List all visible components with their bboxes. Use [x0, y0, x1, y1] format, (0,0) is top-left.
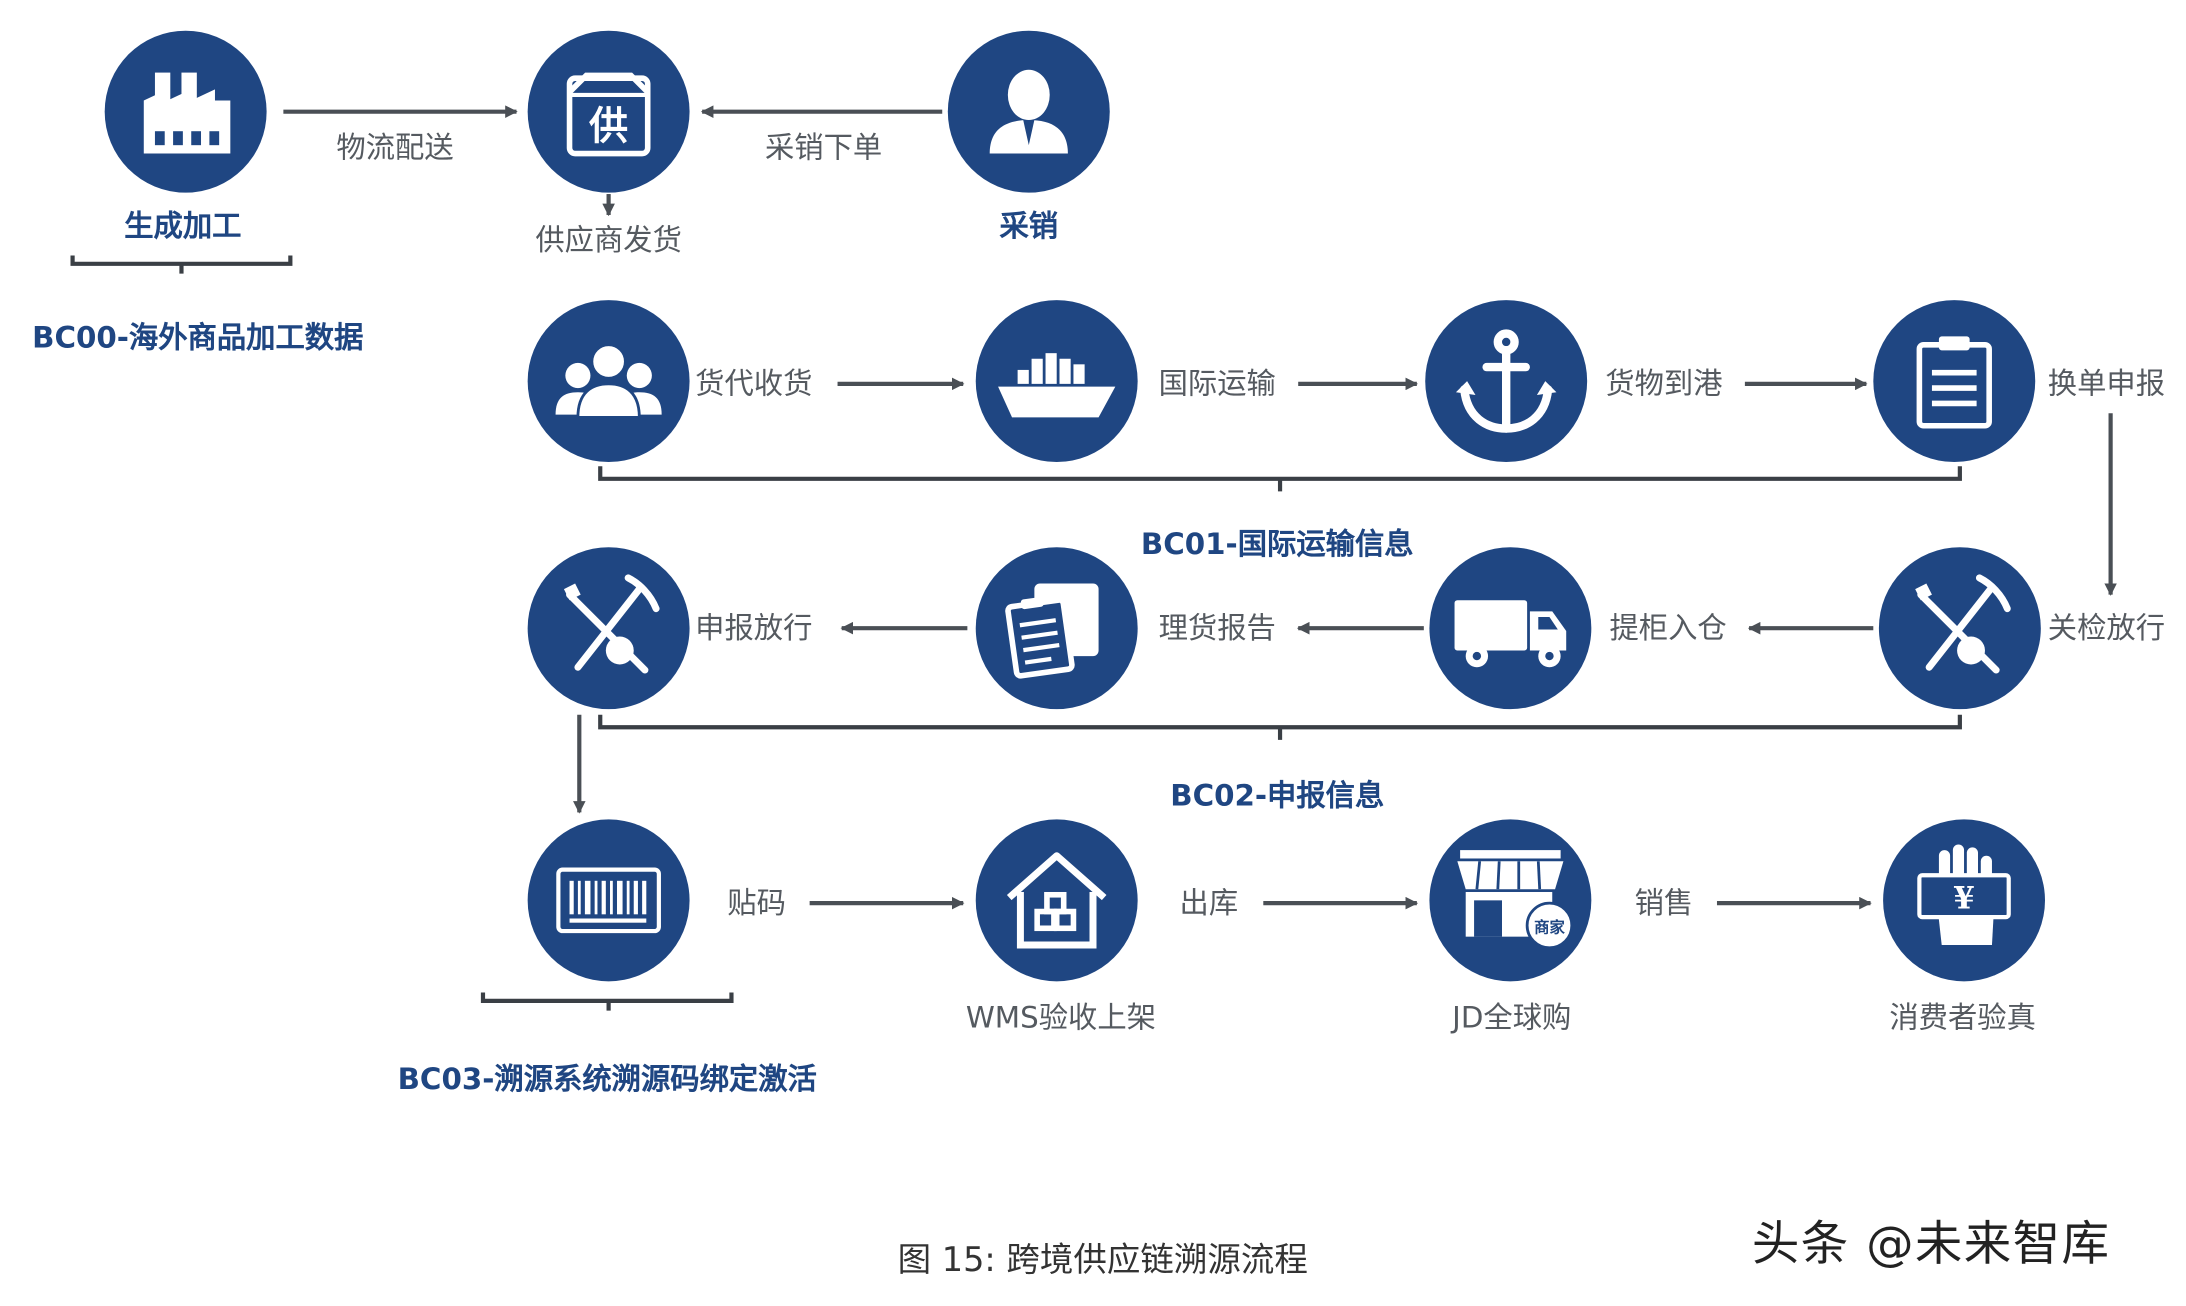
node-supplier: 供 [527, 30, 690, 193]
edge-label-outbound: 出库 [1179, 886, 1239, 920]
shop-icon: 商家 [1457, 850, 1574, 950]
node-production [104, 30, 267, 193]
bracket-bc02 [598, 714, 1962, 740]
people-icon [555, 343, 662, 419]
label-production: 生成加工 [124, 209, 242, 243]
group-label-bc00: BC00-海外商品加工数据 [32, 321, 364, 355]
node-inspection [1878, 547, 2041, 710]
node-shipping [975, 300, 1138, 463]
node-consumer: ¥ [1883, 819, 2046, 982]
tools-icon [1915, 574, 2011, 674]
shop-badge: 商家 [1534, 917, 1565, 936]
edge-label-sale: 销售 [1634, 886, 1694, 920]
figure-caption: 图 15: 跨境供应链溯源流程 [897, 1240, 1308, 1280]
clipboard-icon [1916, 336, 1992, 429]
node-warehouse-in [1429, 547, 1592, 710]
ship-icon [998, 353, 1116, 418]
label-wms: WMS验收上架 [965, 1000, 1156, 1035]
label-forwarder: 货代收货 [695, 367, 813, 401]
node-tally [975, 547, 1138, 710]
warehouse-icon [1006, 852, 1107, 949]
label-inspection: 关检放行 [2047, 611, 2166, 645]
edge-label-logistics: 物流配送 [336, 131, 454, 165]
factory-icon [143, 72, 231, 154]
watermark: 头条 @未来智库 [1751, 1216, 2111, 1273]
label-labeling: 贴码 [727, 886, 786, 920]
label-tally: 理货报告 [1158, 611, 1276, 645]
label-purchasing: 采销 [999, 209, 1059, 243]
label-consumer: 消费者验真 [1889, 1000, 2036, 1035]
barcode-icon [556, 867, 661, 934]
bracket-bc03 [480, 992, 734, 1011]
label-release: 申报放行 [695, 611, 813, 645]
label-warehouse-in: 提柜入仓 [1609, 611, 1727, 645]
label-jd: JD全球购 [1452, 1000, 1572, 1035]
label-supplier: 供应商发货 [535, 223, 682, 257]
node-exchange [1873, 300, 2036, 463]
label-exchange: 换单申报 [2047, 367, 2166, 401]
bracket-bc00 [70, 255, 293, 274]
person-icon [989, 69, 1068, 154]
node-purchasing [947, 30, 1110, 193]
node-port [1425, 300, 1588, 463]
label-shipping: 国际运输 [1158, 367, 1276, 401]
node-wms [975, 819, 1138, 982]
anchor-icon [1455, 329, 1557, 433]
group-label-bc03: BC03-溯源系统溯源码绑定激活 [397, 1062, 817, 1096]
edge-label-order: 采销下单 [764, 131, 883, 165]
node-forwarder [527, 300, 690, 463]
bracket-bc01 [598, 466, 1962, 492]
node-jd: 商家 [1429, 819, 1592, 982]
group-label-bc02: BC02-申报信息 [1170, 778, 1385, 813]
truck-icon [1454, 600, 1567, 668]
tools-icon [563, 574, 660, 674]
label-port: 货物到港 [1605, 367, 1723, 401]
money-glyph: ¥ [1953, 881, 1974, 917]
hand-money-icon: ¥ [1917, 844, 2011, 946]
group-label-bc01: BC01-国际运输信息 [1140, 527, 1414, 562]
node-labeling [527, 819, 690, 982]
report-icon [1005, 583, 1099, 679]
box-glyph: 供 [588, 105, 628, 150]
box-icon: 供 [566, 72, 651, 157]
node-release [527, 547, 690, 710]
